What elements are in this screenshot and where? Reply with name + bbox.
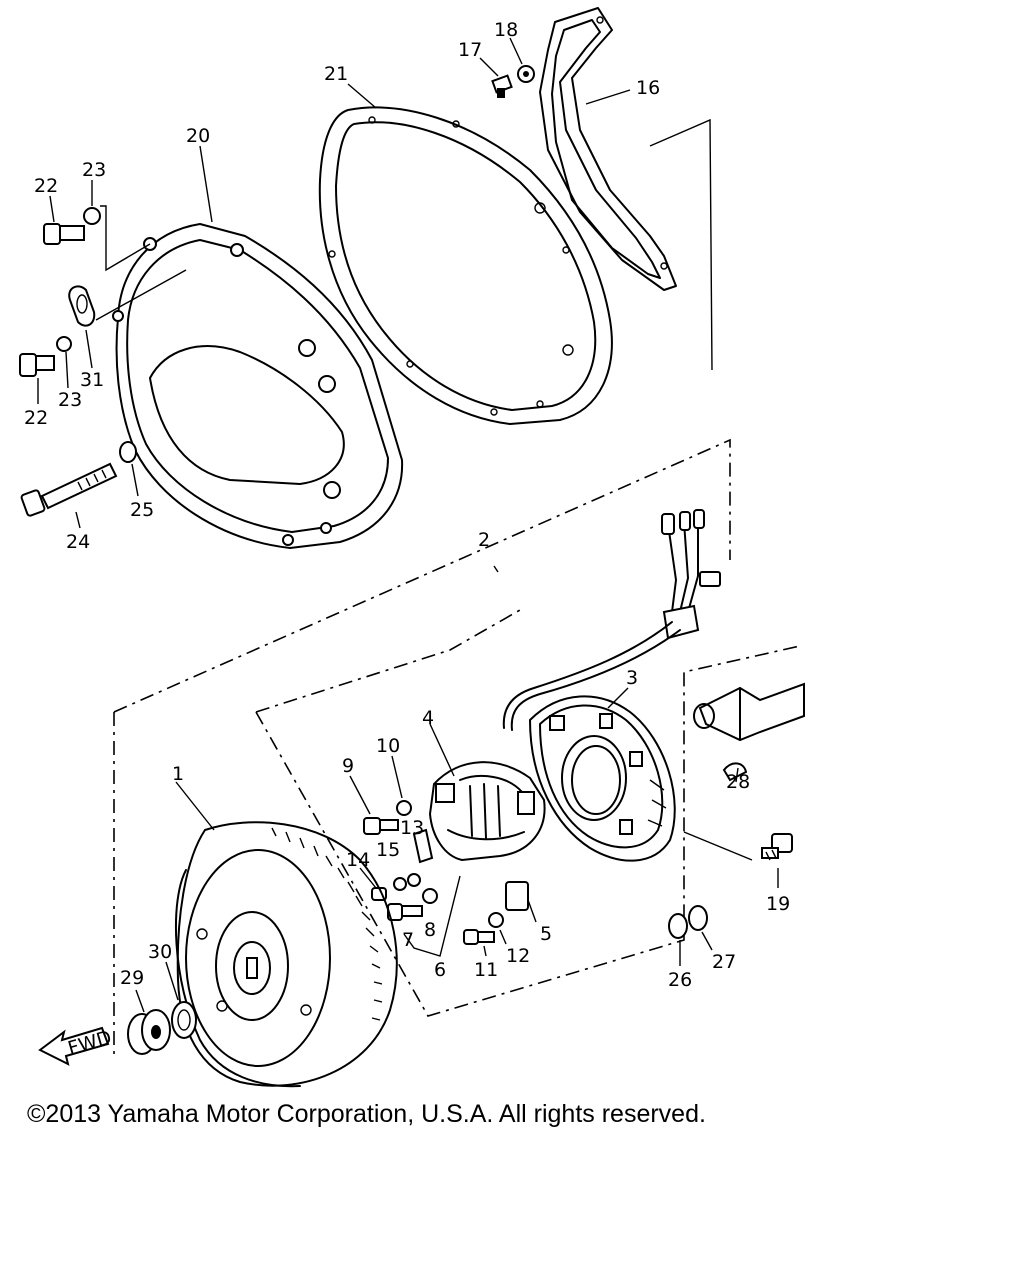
- callout-30: 30: [148, 941, 172, 963]
- flywheel-cover: [112, 223, 404, 549]
- callout-7: 7: [402, 929, 414, 951]
- fwd-label: FWD: [65, 1027, 114, 1060]
- parts-diagram: FWD 1 2 3 4 5 6 7 8 9 10 11 12 13 14 15 …: [19, 7, 805, 1088]
- washer-23-mid: [56, 336, 72, 352]
- callout-13: 13: [400, 817, 424, 839]
- callout-28: 28: [726, 771, 750, 793]
- callout-23-mid: 23: [58, 389, 82, 411]
- pulser-coil: [505, 881, 529, 911]
- bracket-plate: [539, 7, 677, 291]
- callout-5: 5: [540, 923, 552, 945]
- washer-26: [668, 913, 688, 939]
- flywheel: [174, 821, 398, 1088]
- screw-11: [463, 929, 479, 945]
- wire-harness: [502, 509, 721, 731]
- bolt-24: [20, 462, 118, 517]
- callout-18: 18: [494, 19, 518, 41]
- callout-25: 25: [130, 499, 154, 521]
- callout-31: 31: [80, 369, 104, 391]
- callout-27: 27: [712, 951, 736, 973]
- callout-29: 29: [120, 967, 144, 989]
- washer-30: [171, 1001, 197, 1039]
- copyright-notice: ©2013 Yamaha Motor Corporation, U.S.A. A…: [27, 1100, 706, 1128]
- callout-9: 9: [342, 755, 354, 777]
- screw-9: [363, 817, 399, 835]
- washer-15b: [407, 873, 421, 887]
- bolt-22-top: [43, 223, 85, 245]
- callout-16: 16: [636, 77, 660, 99]
- callout-8: 8: [424, 919, 436, 941]
- callout-1: 1: [172, 763, 184, 785]
- washer-27: [688, 905, 708, 931]
- callout-20: 20: [186, 125, 210, 147]
- washer-23-top: [83, 207, 101, 225]
- callout-4: 4: [422, 707, 434, 729]
- washer-8: [422, 888, 438, 904]
- callout-26: 26: [668, 969, 692, 991]
- crankshaft: [693, 682, 805, 742]
- callout-19: 19: [766, 893, 790, 915]
- callout-23-top: 23: [82, 159, 106, 181]
- cover-gasket: [318, 106, 613, 425]
- callout-10: 10: [376, 735, 400, 757]
- washer-10: [396, 800, 412, 816]
- washer-25: [119, 441, 137, 463]
- bolt-19: [761, 833, 793, 861]
- callout-3: 3: [626, 667, 638, 689]
- clamp-31: [68, 285, 96, 327]
- callout-17: 17: [458, 39, 482, 61]
- woodruff-key-28: [722, 762, 748, 782]
- callout-6: 6: [434, 959, 446, 981]
- fwd-arrow-icon: FWD: [38, 1027, 114, 1066]
- callout-15: 15: [376, 839, 400, 861]
- callout-21: 21: [324, 63, 348, 85]
- clip-13: [412, 828, 434, 864]
- callout-12: 12: [506, 945, 530, 967]
- callout-11: 11: [474, 959, 498, 981]
- stator-base: [529, 695, 676, 862]
- callout-14: 14: [346, 849, 370, 871]
- washer-15: [393, 877, 407, 891]
- bolt-22-mid: [19, 353, 55, 377]
- bolt-17: [491, 74, 513, 98]
- callout-22-mid: 22: [24, 407, 48, 429]
- callout-24: 24: [66, 531, 90, 553]
- flywheel-nut-29: [127, 1009, 171, 1055]
- callout-22-top: 22: [34, 175, 58, 197]
- callout-2: 2: [478, 529, 490, 551]
- charge-coil: [428, 761, 546, 862]
- washer-12: [488, 912, 504, 928]
